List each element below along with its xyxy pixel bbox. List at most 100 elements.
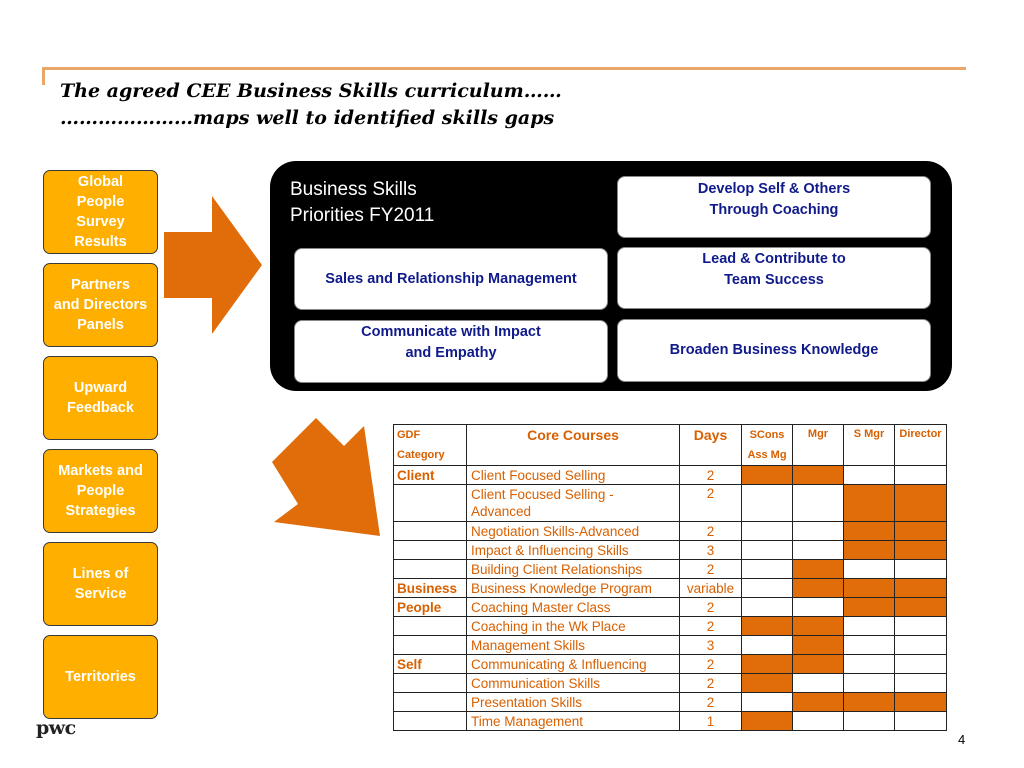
course-name-cell: Negotiation Skills-Advanced xyxy=(466,521,680,541)
level-mgr-cell xyxy=(792,673,844,693)
level-scons-cell xyxy=(741,692,793,712)
level-scons-cell xyxy=(741,559,793,579)
level-smgr-cell xyxy=(843,635,895,655)
level-director-cell xyxy=(894,559,947,579)
course-name-cell: Presentation Skills xyxy=(466,692,680,712)
level-mgr-cell xyxy=(792,465,844,485)
level-scons-cell xyxy=(741,521,793,541)
course-name-cell: Communication Skills xyxy=(466,673,680,693)
course-name-cell: Client Focused Selling xyxy=(466,465,680,485)
level-mgr-cell xyxy=(792,692,844,712)
title-rule xyxy=(42,67,966,70)
gdf-category-cell xyxy=(393,711,467,731)
level-scons-cell xyxy=(741,465,793,485)
gdf-category-cell xyxy=(393,484,467,522)
course-name-cell: Time Management xyxy=(466,711,680,731)
level-scons-cell xyxy=(741,673,793,693)
source-territories: Territories xyxy=(43,635,158,719)
level-smgr-cell xyxy=(843,578,895,598)
level-mgr-cell xyxy=(792,711,844,731)
priority-label: Broaden Business Knowledge xyxy=(669,342,879,358)
source-label: Territories xyxy=(65,669,136,685)
days-cell: 2 xyxy=(679,465,742,485)
gdf-category-cell xyxy=(393,635,467,655)
level-smgr-cell xyxy=(843,616,895,636)
days-cell: 3 xyxy=(679,635,742,655)
pwc-logo: pwc xyxy=(36,717,76,739)
level-mgr-cell xyxy=(792,559,844,579)
course-name-cell: Communicating & Influencing xyxy=(466,654,680,674)
slide-title-line-1: The agreed CEE Business Skills curriculu… xyxy=(60,80,562,102)
level-scons-cell xyxy=(741,616,793,636)
level-smgr-cell xyxy=(843,692,895,712)
diagonal-arrow-icon xyxy=(272,418,380,536)
gdf-category-cell xyxy=(393,692,467,712)
header-smgr: S Mgr xyxy=(843,424,895,466)
level-director-cell xyxy=(894,635,947,655)
gdf-category-cell xyxy=(393,521,467,541)
gdf-category-cell xyxy=(393,616,467,636)
level-smgr-cell xyxy=(843,484,895,522)
gdf-category-cell xyxy=(393,673,467,693)
days-cell: 1 xyxy=(679,711,742,731)
gdf-category-cell xyxy=(393,540,467,560)
days-cell: variable xyxy=(679,578,742,598)
slide-title-line-2: …………………maps well to identified skills ga… xyxy=(60,107,555,129)
course-name-cell: Business Knowledge Program xyxy=(466,578,680,598)
level-director-cell xyxy=(894,711,947,731)
course-name-cell: Impact & Influencing Skills xyxy=(466,540,680,560)
level-director-cell xyxy=(894,465,947,485)
level-mgr-cell xyxy=(792,616,844,636)
days-cell: 2 xyxy=(679,616,742,636)
level-smgr-cell xyxy=(843,673,895,693)
header-days: Days xyxy=(679,424,742,466)
level-director-cell xyxy=(894,692,947,712)
title-rule-tick xyxy=(42,67,45,85)
level-scons-cell xyxy=(741,484,793,522)
days-cell: 3 xyxy=(679,540,742,560)
priorities-title: Business Skills Priorities FY2011 xyxy=(290,179,435,226)
priority-lead-contribute: Lead & Contribute to Team Success xyxy=(617,247,931,309)
level-director-cell xyxy=(894,673,947,693)
priority-develop-self-others: Develop Self & Others Through Coaching xyxy=(617,176,931,238)
course-name-cell: Client Focused Selling - Advanced xyxy=(466,484,680,522)
days-cell: 2 xyxy=(679,692,742,712)
level-mgr-cell xyxy=(792,597,844,617)
source-markets-people-strategies: Markets and People Strategies xyxy=(43,449,158,533)
source-label: Upward Feedback xyxy=(67,380,134,416)
level-scons-cell xyxy=(741,597,793,617)
gdf-category-cell: Business xyxy=(393,578,467,598)
level-director-cell xyxy=(894,578,947,598)
source-global-people-survey: Global People Survey Results xyxy=(43,170,158,254)
days-cell: 2 xyxy=(679,559,742,579)
source-label: Partners and Directors Panels xyxy=(53,277,148,333)
course-name-cell: Management Skills xyxy=(466,635,680,655)
level-mgr-cell xyxy=(792,540,844,560)
header-core-courses: Core Courses xyxy=(466,424,680,466)
level-director-cell xyxy=(894,616,947,636)
gdf-category-cell: Self xyxy=(393,654,467,674)
level-director-cell xyxy=(894,540,947,560)
level-mgr-cell xyxy=(792,654,844,674)
level-mgr-cell xyxy=(792,635,844,655)
days-cell: 2 xyxy=(679,521,742,541)
level-scons-cell xyxy=(741,711,793,731)
level-director-cell xyxy=(894,597,947,617)
level-smgr-cell xyxy=(843,711,895,731)
source-upward-feedback: Upward Feedback xyxy=(43,356,158,440)
level-scons-cell xyxy=(741,578,793,598)
level-director-cell xyxy=(894,521,947,541)
level-mgr-cell xyxy=(792,578,844,598)
level-smgr-cell xyxy=(843,597,895,617)
days-cell: 2 xyxy=(679,484,742,522)
